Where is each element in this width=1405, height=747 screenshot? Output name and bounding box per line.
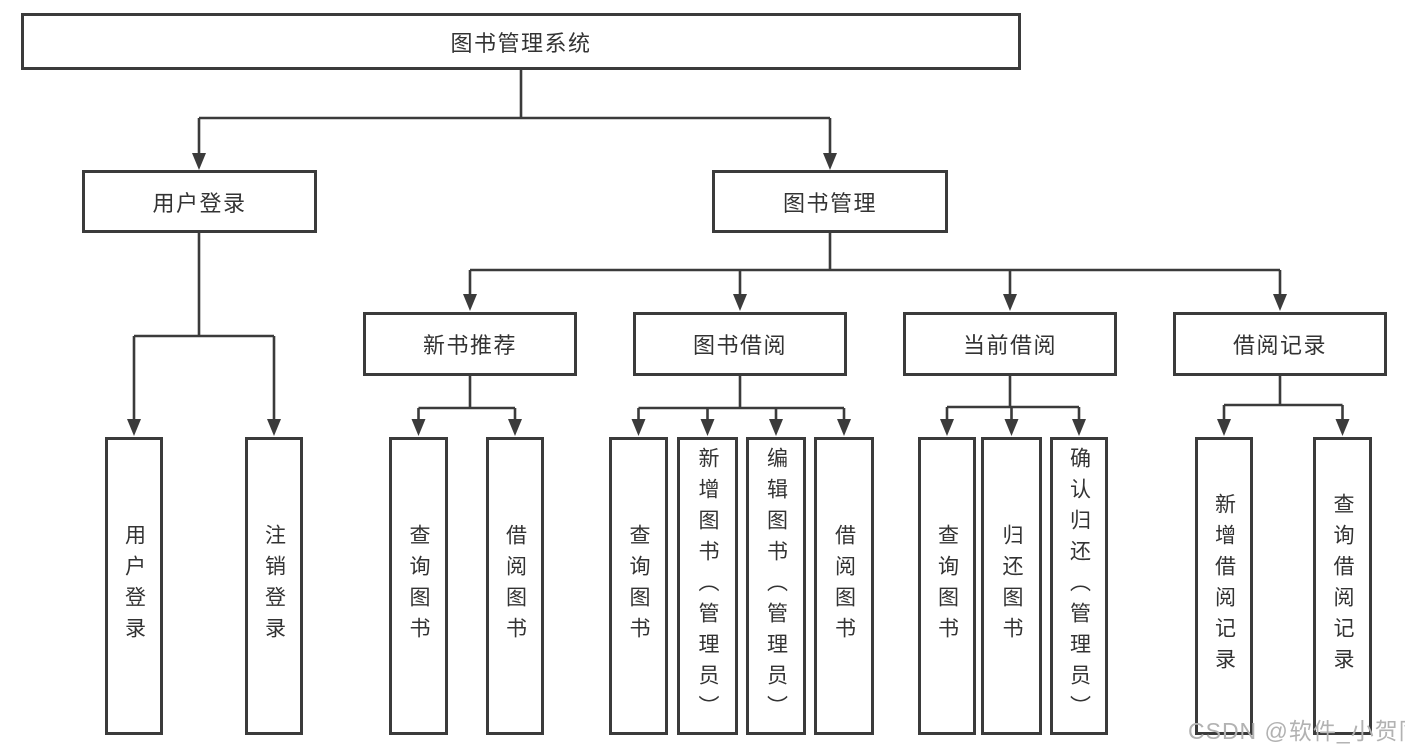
node-label: 查询图书 — [935, 524, 959, 648]
arrow-down-icon — [1003, 294, 1017, 311]
node-add-book-admin: 新增图书（管理员） — [677, 437, 738, 735]
arrow-down-icon — [837, 419, 851, 436]
node-label: 确认归还（管理员） — [1067, 446, 1091, 726]
node-label: 新增图书（管理员） — [696, 446, 719, 726]
node-label: 用户登录 — [122, 524, 146, 648]
arrow-down-icon — [733, 294, 747, 311]
arrow-down-icon — [267, 419, 281, 436]
arrow-down-icon — [1273, 294, 1287, 311]
arrow-down-icon — [769, 419, 783, 436]
node-edit-book-admin: 编辑图书（管理员） — [746, 437, 806, 735]
arrow-down-icon — [823, 153, 837, 170]
arrow-down-icon — [192, 153, 206, 170]
node-current-borrow: 当前借阅 — [903, 312, 1117, 376]
connector-line — [417, 376, 517, 421]
node-library-system: 图书管理系统 — [21, 13, 1021, 70]
node-label: 新书推荐 — [422, 333, 517, 358]
node-label: 借阅图书 — [832, 524, 856, 648]
arrow-down-icon — [631, 419, 646, 436]
node-label: 图书借阅 — [692, 333, 787, 358]
node-newbook-query-book: 查询图书 — [389, 437, 448, 735]
node-logout: 注销登录 — [245, 437, 303, 735]
connector-line — [468, 233, 1282, 295]
csdn-watermark: CSDN @软件_小贺同学 — [1188, 718, 1405, 744]
node-return-book: 归还图书 — [981, 437, 1042, 735]
node-borrow-query-book: 查询图书 — [609, 437, 668, 735]
node-label: 注销登录 — [262, 524, 286, 648]
node-label: 归还图书 — [1000, 524, 1023, 648]
arrow-down-icon — [411, 419, 426, 436]
node-label: 借阅记录 — [1232, 333, 1327, 358]
node-borrow-records: 借阅记录 — [1173, 312, 1387, 376]
node-label: 查询借阅记录 — [1331, 493, 1354, 679]
node-book-management: 图书管理 — [712, 170, 948, 233]
connector-line — [197, 69, 832, 154]
node-label: 查询图书 — [407, 524, 430, 648]
connector-line — [945, 376, 1081, 421]
node-query-borrow-record: 查询借阅记录 — [1313, 437, 1372, 735]
arrow-down-icon — [463, 294, 477, 311]
arrow-down-icon — [700, 419, 715, 436]
node-label: 编辑图书（管理员） — [764, 446, 788, 726]
node-newbook-borrow-book: 借阅图书 — [486, 437, 544, 735]
node-label: 查询图书 — [627, 524, 650, 648]
arrow-down-icon — [1217, 419, 1231, 436]
node-borrow-borrow-book: 借阅图书 — [814, 437, 874, 735]
arrow-down-icon — [1335, 419, 1350, 436]
node-confirm-return-admin: 确认归还（管理员） — [1050, 437, 1108, 735]
node-user-login-action: 用户登录 — [105, 437, 163, 735]
node-label: 用户登录 — [152, 190, 247, 216]
node-label: 当前借阅 — [962, 333, 1057, 358]
arrow-down-icon — [508, 419, 522, 436]
connector-line — [637, 376, 846, 421]
node-label: 图书管理系统 — [450, 30, 592, 56]
node-user-login: 用户登录 — [82, 170, 317, 233]
connector-line — [1222, 376, 1344, 421]
arrow-down-icon — [127, 419, 141, 436]
node-add-borrow-record: 新增借阅记录 — [1195, 437, 1253, 735]
node-current-query-book: 查询图书 — [918, 437, 976, 735]
arrow-down-icon — [1004, 419, 1019, 436]
node-new-book-recommend: 新书推荐 — [363, 312, 577, 376]
connector-line — [132, 233, 276, 421]
arrow-down-icon — [940, 419, 954, 436]
node-book-borrow: 图书借阅 — [633, 312, 847, 376]
node-label: 新增借阅记录 — [1212, 493, 1236, 679]
node-label: 借阅图书 — [503, 524, 527, 648]
node-label: 图书管理 — [782, 190, 877, 216]
arrow-down-icon — [1072, 419, 1086, 436]
